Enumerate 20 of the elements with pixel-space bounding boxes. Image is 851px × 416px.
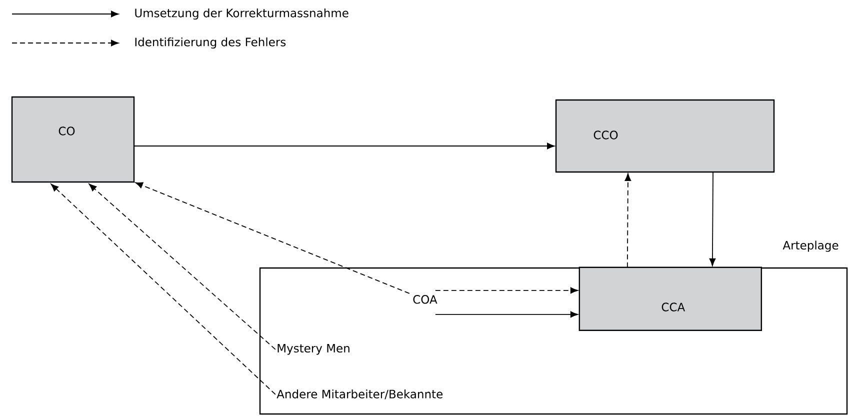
- arrow: [88, 184, 276, 350]
- arrow: [50, 184, 276, 395]
- process-box: [11, 96, 135, 183]
- node-label: Andere Mitarbeiter/Bekannte: [276, 390, 443, 400]
- arrow: [434, 287, 578, 294]
- arrow: [624, 173, 632, 268]
- node-label: Arteplage: [782, 240, 838, 252]
- arrow: [709, 172, 716, 266]
- node-label: CO: [58, 126, 75, 136]
- node-label: Mystery Men: [278, 344, 350, 355]
- node-label: CCA: [662, 302, 686, 312]
- arrow: [434, 311, 578, 318]
- arrow: [134, 142, 555, 150]
- node-label: COA: [413, 295, 438, 304]
- legend-label: Umsetzung der Korrekturmassnahme: [135, 8, 348, 20]
- arrow: [135, 182, 410, 294]
- process-box: [555, 99, 775, 173]
- process-box: [578, 266, 762, 331]
- node-label: CCO: [594, 130, 618, 140]
- legend-label: Identifizierung des Fehlers: [135, 37, 286, 49]
